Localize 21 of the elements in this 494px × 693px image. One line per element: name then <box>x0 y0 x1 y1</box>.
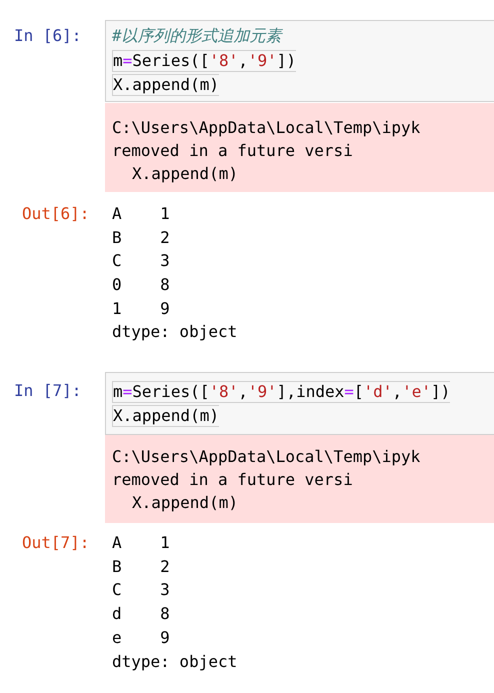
warning-text: X.append(m) <box>132 493 238 513</box>
output-line: B 2 <box>112 228 170 248</box>
output-line: C 3 <box>112 580 170 600</box>
output-line: A 1 <box>112 204 170 224</box>
output-line: 0 8 <box>112 275 170 295</box>
warning-text: X.append(m) <box>132 164 238 184</box>
output-line: dtype: object <box>112 322 238 342</box>
output-line: C 3 <box>112 251 170 271</box>
code-comment: #以序列的形式追加元素 <box>112 26 282 46</box>
output-line: 1 9 <box>112 299 170 319</box>
output-prompt: Out[6]: <box>22 204 90 224</box>
output-line: e 9 <box>112 628 170 648</box>
output-prompt: Out[7]: <box>22 533 90 553</box>
input-prompt: In [6]: <box>14 26 82 46</box>
output-line: d 8 <box>112 604 170 624</box>
output-line: B 2 <box>112 557 170 577</box>
warning-text: C:\Users\AppData\Local\Temp\ipyk <box>112 118 420 138</box>
input-prompt: In [7]: <box>14 381 82 401</box>
output-line: A 1 <box>112 533 170 553</box>
output-line: dtype: object <box>112 652 238 672</box>
warning-text: C:\Users\AppData\Local\Temp\ipyk <box>112 447 420 467</box>
